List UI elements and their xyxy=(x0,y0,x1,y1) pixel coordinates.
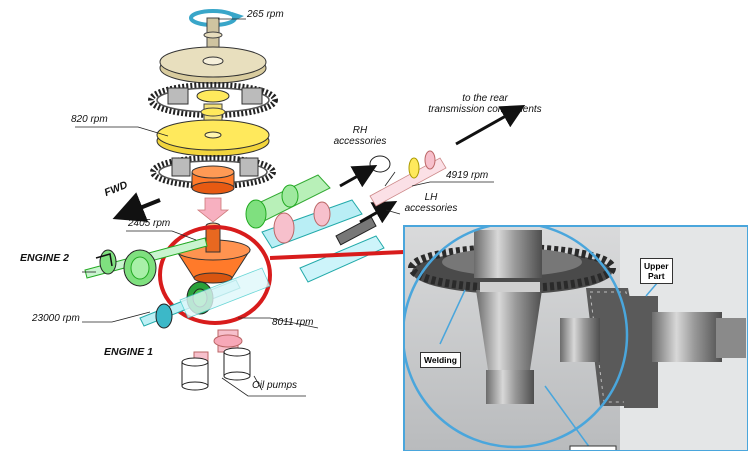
photo-upper-line1: Upper xyxy=(644,261,669,271)
photo-label-upper-part: Upper Part xyxy=(640,258,673,284)
oil-pumps xyxy=(181,347,251,391)
fwd-arrow-icon xyxy=(112,192,161,222)
photo-inset xyxy=(404,226,748,451)
label-lh-line2: accessories xyxy=(404,203,458,214)
label-265-rpm: 265 rpm xyxy=(247,9,284,20)
label-lh-line1: LH xyxy=(424,192,438,203)
label-rear-line2: transmission components xyxy=(428,104,542,115)
orange-sun-gear xyxy=(191,165,235,195)
lh-accessory-drive xyxy=(359,201,398,224)
leader-lines xyxy=(75,18,494,397)
label-engine-2: ENGINE 2 xyxy=(20,252,70,264)
rh-accessory-drive xyxy=(339,155,391,188)
rear-output-shaft xyxy=(369,105,526,207)
label-oil-pumps: Oil pumps xyxy=(252,380,298,391)
red-connector-line xyxy=(269,250,405,260)
label-lh-accessories: LH accessories xyxy=(400,192,462,214)
label-2405-rpm: 2405 rpm xyxy=(128,218,171,229)
engine1-input-shaft xyxy=(139,267,271,329)
top-tan-plate xyxy=(159,46,267,84)
label-to-rear: to the rear transmission components xyxy=(420,93,550,115)
label-rear-line1: to the rear xyxy=(462,93,508,104)
label-8011-rpm: 8011 rpm xyxy=(272,317,314,328)
main-bevel-gear xyxy=(175,222,251,284)
label-rh-accessories: RH accessories xyxy=(330,125,390,147)
photo-upper-line2: Part xyxy=(648,271,665,281)
highlight-circle xyxy=(158,225,272,325)
middle-planet-gears xyxy=(171,157,259,177)
green-accessory-shaft xyxy=(245,174,331,229)
photo-label-welding: Welding xyxy=(420,352,461,368)
middle-yellow-plate xyxy=(156,119,270,157)
label-rh-line1: RH xyxy=(352,125,368,136)
label-engine-1: ENGINE 1 xyxy=(104,346,154,358)
label-rh-line2: accessories xyxy=(333,136,387,147)
label-820-rpm: 820 rpm xyxy=(71,114,108,125)
label-23000-rpm: 23000 rpm xyxy=(32,313,80,324)
engine2-input-shaft xyxy=(84,237,208,287)
pink-down-arrow-icon xyxy=(196,197,230,223)
label-4919-rpm: 4919 rpm xyxy=(446,170,489,181)
top-planet-gears xyxy=(167,87,263,105)
pink-accessory-gears xyxy=(273,201,331,244)
